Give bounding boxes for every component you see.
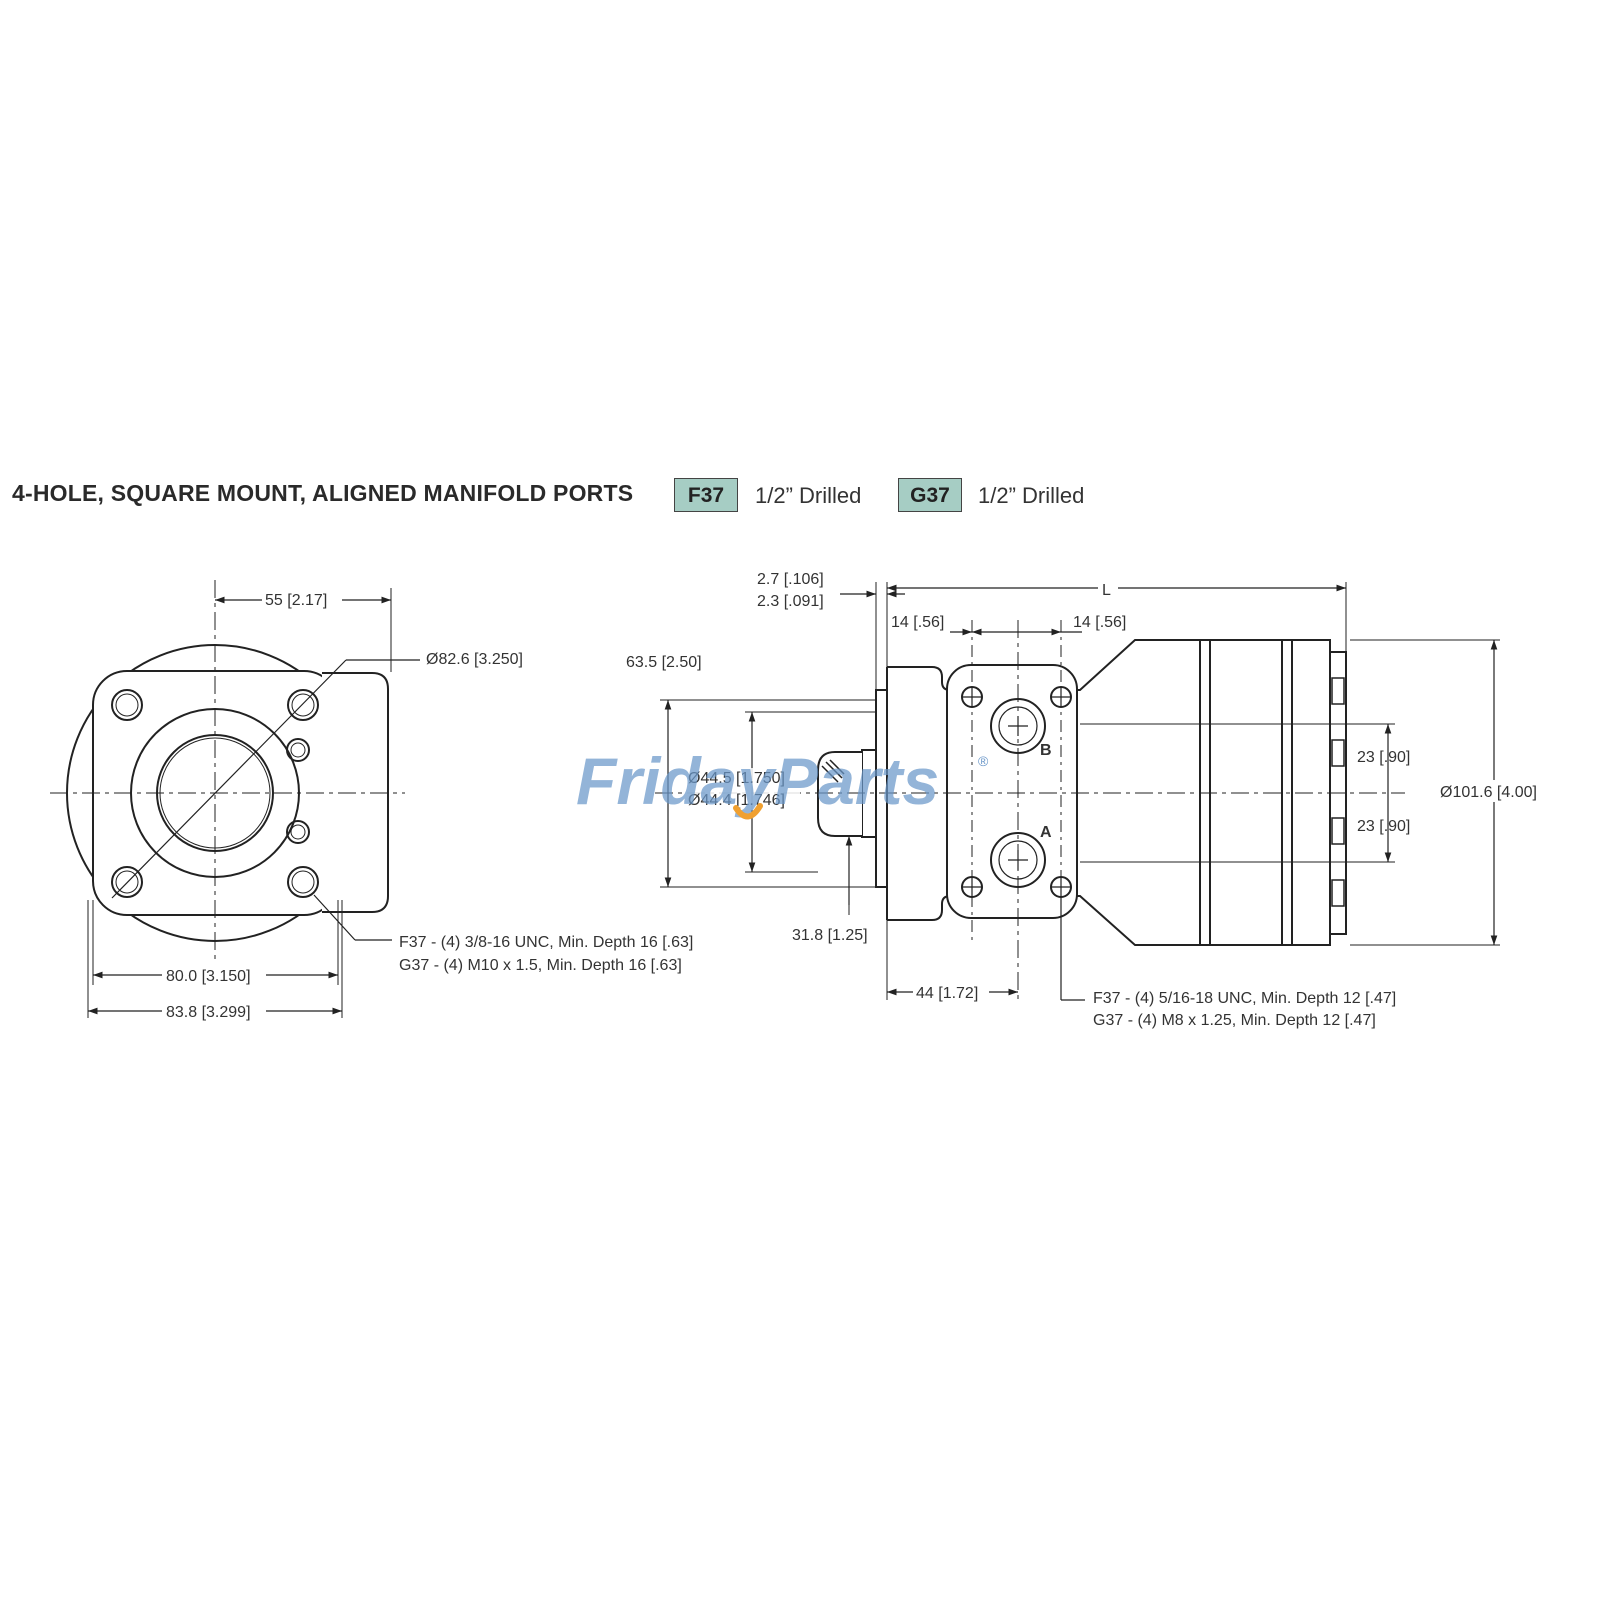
dim-dia-44-5: Ø44.5 [1.750] — [688, 770, 785, 787]
port-hole — [286, 820, 310, 844]
dim-63-5: 63.5 [2.50] — [626, 654, 702, 671]
dim-14-left: 14 [.56] — [891, 614, 944, 631]
note-g37-side: G37 - (4) M8 x 1.25, Min. Depth 12 [.47] — [1093, 1012, 1376, 1029]
code-desc-g37: 1/2” Drilled — [978, 483, 1085, 508]
manifold-plate — [946, 664, 1078, 919]
dim-83: 83.8 [3.299] — [166, 1004, 251, 1021]
dim-55: 55 [2.17] — [265, 592, 327, 609]
port-b-label: B — [1040, 742, 1052, 759]
port-hole — [286, 738, 310, 762]
note-g37-front: G37 - (4) M10 x 1.5, Min. Depth 16 [.63] — [399, 957, 682, 974]
dim-23-lower: 23 [.90] — [1357, 818, 1410, 835]
logo-swoosh — [733, 803, 763, 820]
side-view — [655, 582, 1500, 1001]
mount-hole — [111, 689, 143, 721]
code-badge-g37: G37 — [898, 478, 962, 512]
code-desc-f37: 1/2” Drilled — [755, 483, 862, 508]
dim-l: L — [1102, 582, 1111, 599]
watermark-logo: FridayParts ® — [576, 744, 989, 820]
dim-80: 80.0 [3.150] — [166, 968, 251, 985]
front-view — [50, 580, 420, 1018]
dim-14-right: 14 [.56] — [1073, 614, 1126, 631]
dim-23-upper: 23 [.90] — [1357, 749, 1410, 766]
dim-dia-101-6: Ø101.6 [4.00] — [1440, 784, 1537, 801]
port-a-label: A — [1040, 824, 1052, 841]
dim-44: 44 [1.72] — [916, 985, 978, 1002]
note-f37-front: F37 - (4) 3/8-16 UNC, Min. Depth 16 [.63… — [399, 934, 693, 951]
dim-31-8: 31.8 [1.25] — [792, 927, 868, 944]
mount-hole — [111, 866, 143, 898]
page-title: 4-HOLE, SQUARE MOUNT, ALIGNED MANIFOLD P… — [12, 480, 634, 506]
mount-hole — [287, 689, 319, 721]
note-f37-side: F37 - (4) 5/16-18 UNC, Min. Depth 12 [.4… — [1093, 990, 1396, 1007]
dim-dia-82: Ø82.6 [3.250] — [426, 651, 523, 668]
dim-2-7: 2.7 [.106] — [757, 571, 824, 588]
svg-text:®: ® — [978, 753, 989, 769]
watermark-text: FridayParts — [576, 744, 939, 818]
code-badge-f37: F37 — [674, 478, 738, 512]
mount-hole — [287, 866, 319, 898]
dim-2-3: 2.3 [.091] — [757, 593, 824, 610]
